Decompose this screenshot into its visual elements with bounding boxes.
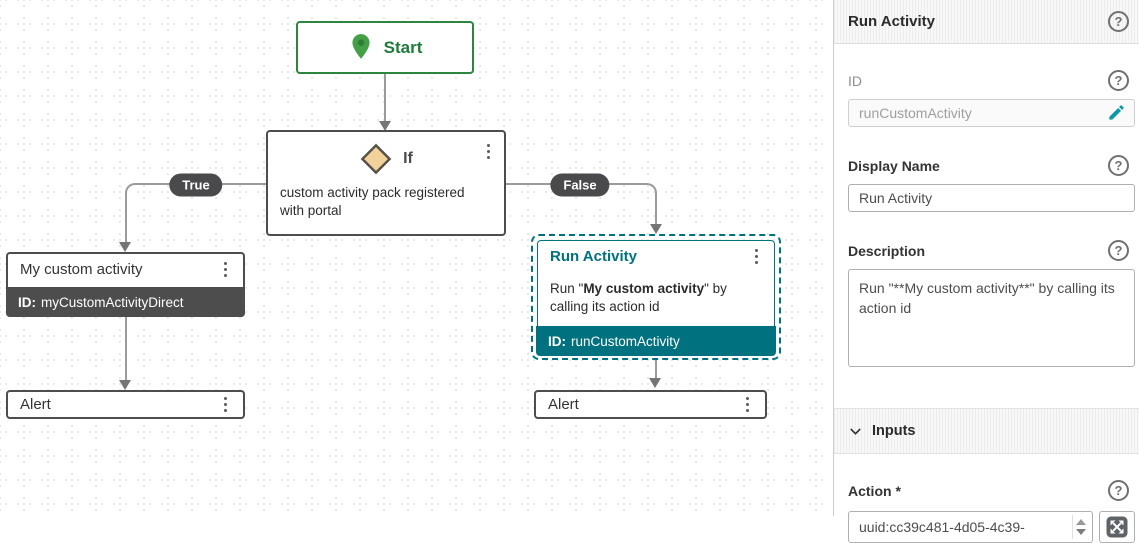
arrowhead-my-alert <box>119 380 131 390</box>
arrowhead-start-if <box>379 121 391 131</box>
if-node-description: custom activity pack registered with por… <box>280 185 465 219</box>
kebab-icon[interactable] <box>217 395 233 414</box>
connector-run-alert <box>655 360 657 379</box>
kebab-icon[interactable] <box>739 395 755 414</box>
arrowhead-false-branch <box>650 224 662 234</box>
true-branch-pill[interactable]: True <box>169 173 223 197</box>
panel-header: Run Activity ? <box>834 0 1139 44</box>
description-label: Description <box>848 242 926 259</box>
description-label-row: Description ? <box>834 240 1139 261</box>
alert-title: Alert <box>548 396 579 413</box>
pencil-icon[interactable] <box>1105 103 1127 123</box>
data-pill-picker-icon <box>1105 515 1129 539</box>
start-node[interactable]: Start <box>296 21 474 74</box>
flow-canvas[interactable]: Start If custom activity pack registered… <box>0 0 833 516</box>
help-icon[interactable]: ? <box>1108 240 1129 261</box>
kebab-icon[interactable] <box>480 142 496 161</box>
kebab-icon[interactable] <box>217 260 233 279</box>
id-field-input[interactable] <box>848 99 1135 127</box>
help-icon[interactable]: ? <box>1108 155 1129 176</box>
pin-icon <box>348 33 374 63</box>
action-label: Action * <box>848 482 901 499</box>
run-activity-id-bar: ID: runCustomActivity <box>536 326 776 356</box>
chevron-down-icon <box>848 424 863 439</box>
my-custom-activity-node[interactable]: My custom activity ID: myCustomActivityD… <box>6 252 245 317</box>
panel-title: Run Activity <box>848 13 935 30</box>
alert-title: Alert <box>20 396 51 413</box>
spinner-icon[interactable] <box>1072 515 1088 539</box>
false-branch-pill[interactable]: False <box>550 173 610 197</box>
inputs-section-label: Inputs <box>872 423 916 439</box>
id-field-label: ID <box>848 72 862 89</box>
diamond-icon <box>359 142 393 176</box>
help-icon[interactable]: ? <box>1108 11 1129 32</box>
action-label-row: Action * ? <box>834 480 1139 501</box>
id-value: myCustomActivityDirect <box>41 294 184 310</box>
start-node-label: Start <box>383 37 423 57</box>
properties-panel: Run Activity ? ID ? Display Name ? Descr… <box>833 0 1139 543</box>
display-name-input[interactable] <box>848 184 1135 212</box>
if-node-title: If <box>403 150 413 167</box>
id-label: ID: <box>18 294 36 310</box>
display-name-label-row: Display Name ? <box>834 155 1139 176</box>
connector-my-alert <box>125 317 127 381</box>
help-icon[interactable]: ? <box>1108 480 1129 501</box>
inputs-section-header[interactable]: Inputs <box>834 408 1139 454</box>
if-node[interactable]: If custom activity pack registered with … <box>266 130 506 236</box>
display-name-label: Display Name <box>848 157 940 174</box>
id-value: runCustomActivity <box>571 333 680 349</box>
my-custom-activity-title: My custom activity <box>20 261 143 278</box>
run-activity-description: Run "My custom activity" by calling its … <box>550 281 727 315</box>
my-custom-activity-id-bar: ID: myCustomActivityDirect <box>6 287 245 317</box>
arrowhead-run-alert <box>649 378 661 388</box>
alert-node-left[interactable]: Alert <box>6 390 245 419</box>
kebab-icon[interactable] <box>748 247 764 266</box>
alert-node-right[interactable]: Alert <box>534 390 767 419</box>
run-activity-title: Run Activity <box>550 248 637 265</box>
id-label: ID: <box>548 333 566 349</box>
description-textarea[interactable]: Run "**My custom activity**" by calling … <box>848 269 1135 367</box>
selection-outline <box>531 234 781 360</box>
help-icon[interactable]: ? <box>1108 70 1129 91</box>
connector-start-if <box>384 74 386 122</box>
run-activity-node[interactable]: Run Activity Run "My custom activity" by… <box>536 240 776 356</box>
id-field-label-row: ID ? <box>834 70 1139 91</box>
arrowhead-true-branch <box>119 242 131 252</box>
